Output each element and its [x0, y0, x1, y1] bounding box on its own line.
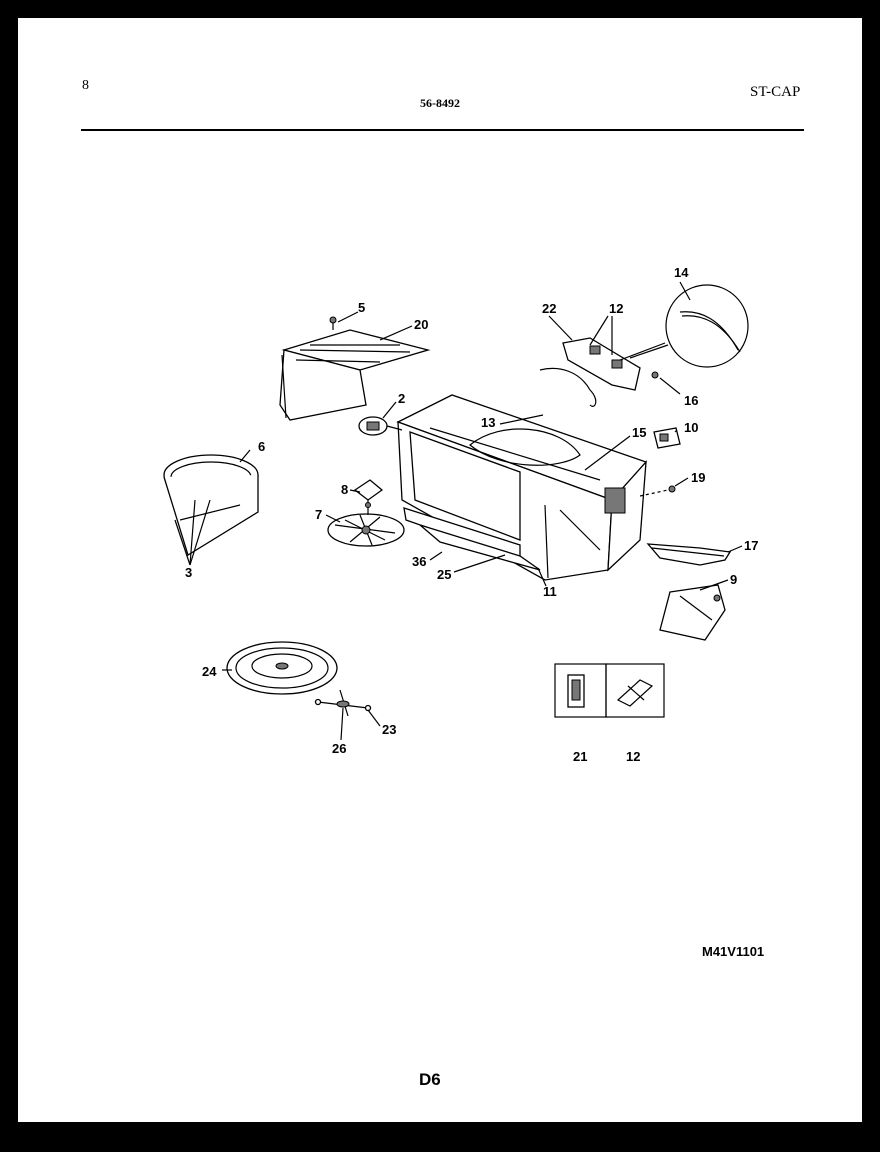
header-page-number: 8 — [82, 78, 89, 93]
screw-19-part — [639, 485, 676, 497]
label-25: 25 — [437, 567, 451, 582]
roller-support-part — [314, 689, 372, 717]
label-17: 17 — [744, 538, 758, 553]
label-23: 23 — [382, 722, 396, 737]
screw-part — [329, 316, 337, 330]
label-15: 15 — [632, 425, 646, 440]
label-12a: 12 — [609, 301, 623, 316]
header-brand-code: ST-CAP — [750, 84, 801, 100]
label-10: 10 — [684, 420, 698, 435]
label-13: 13 — [481, 415, 495, 430]
microwave-cavity-part — [396, 394, 648, 581]
label-5: 5 — [358, 300, 365, 315]
label-21: 21 — [573, 749, 587, 764]
model-code: M41V1101 — [702, 944, 765, 959]
label-6: 6 — [258, 439, 265, 454]
page-code: D6 — [419, 1070, 441, 1089]
switch-part — [653, 427, 681, 449]
label-3: 3 — [185, 565, 192, 580]
door-assembly-part — [163, 454, 259, 556]
label-8: 8 — [341, 482, 348, 497]
fan-blade-part — [327, 513, 405, 547]
wire-harness-part — [539, 337, 669, 407]
label-14: 14 — [674, 265, 689, 280]
label-7: 7 — [315, 507, 322, 522]
label-24: 24 — [202, 664, 217, 679]
bracket-17-part — [646, 543, 732, 566]
label-20: 20 — [414, 317, 428, 332]
label-36: 36 — [412, 554, 426, 569]
cover-panel-part — [279, 329, 431, 421]
label-26: 26 — [332, 741, 346, 756]
header-rule — [81, 129, 804, 131]
turntable-part — [226, 641, 338, 695]
label-11: 11 — [543, 584, 557, 599]
inset-box-12 — [605, 663, 665, 718]
part-labels: 14 12 22 5 20 16 2 13 10 6 15 19 8 7 17 … — [185, 265, 758, 764]
label-9: 9 — [730, 572, 737, 587]
motor-bracket-part — [353, 479, 384, 515]
label-22: 22 — [542, 301, 556, 316]
duct-part — [659, 584, 726, 641]
label-12b: 12 — [626, 749, 640, 764]
fuse-holder-part — [358, 416, 403, 436]
header-document-number: 56-8492 — [420, 96, 460, 110]
leader-lines — [174, 281, 743, 741]
label-19: 19 — [691, 470, 705, 485]
diagram-sheet: 8 56-8492 ST-CAP M41V1101 D6 — [18, 18, 862, 1122]
inset-box-21 — [554, 663, 607, 718]
detail-circle-part — [665, 284, 749, 368]
label-16: 16 — [684, 393, 698, 408]
screw-16-part — [651, 371, 659, 379]
label-2: 2 — [398, 391, 405, 406]
